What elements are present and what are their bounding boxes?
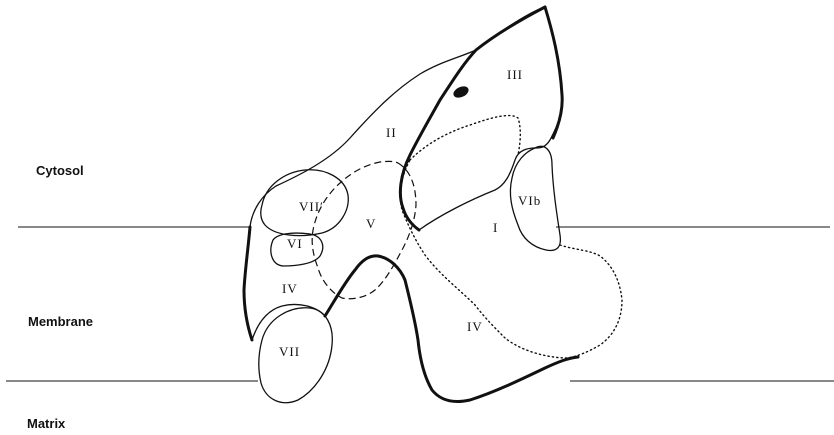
region-IV-left-thick-edge [244, 227, 252, 340]
region-VIIprime-label: VII′ [299, 199, 324, 214]
dark-spot [452, 84, 471, 100]
membrane-label: Membrane [28, 314, 93, 329]
region-III-thick-upper [545, 7, 562, 138]
region-II-outline [250, 50, 476, 227]
region-I-label: I [493, 220, 498, 235]
matrix-label: Matrix [27, 416, 66, 431]
region-II-label: II [386, 125, 397, 140]
region-IV-left-inner-edge [252, 304, 325, 340]
central-ridge-thick-edge [325, 256, 578, 402]
region-VII-label: VII [279, 344, 300, 359]
region-VI-label: VI [287, 236, 303, 251]
dotted-domain-lower [400, 160, 622, 358]
cytosol-label: Cytosol [36, 163, 84, 178]
region-IV-right-label: IV [467, 319, 483, 334]
region-V-label: V [366, 216, 376, 231]
region-VIb-label: VIb [518, 193, 541, 208]
region-IV-left-label: IV [282, 281, 298, 296]
region-I-outline [419, 148, 535, 230]
region-III-label: III [507, 67, 523, 82]
